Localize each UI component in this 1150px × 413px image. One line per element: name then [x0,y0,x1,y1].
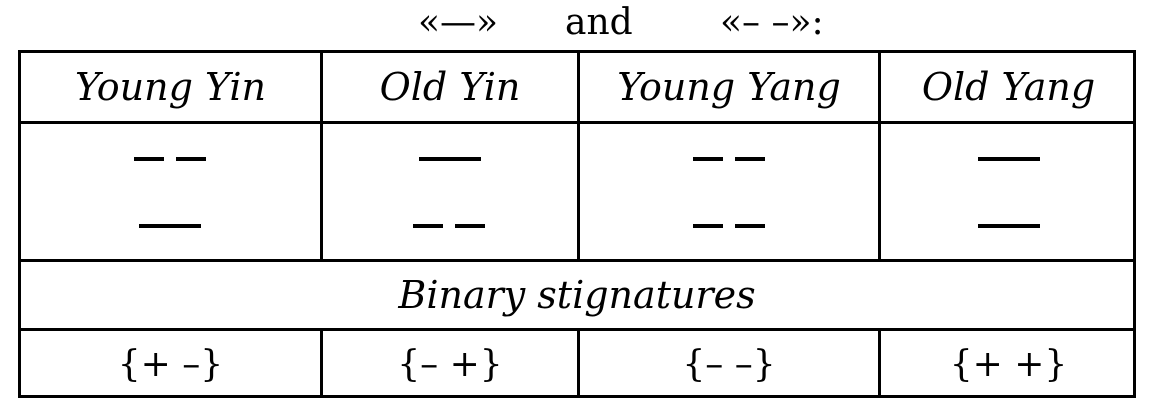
signature-young-yang: {– –} [682,344,776,385]
column-divider [577,328,580,398]
solid-line-symbol: «—» [418,2,499,43]
column-divider [878,53,881,259]
digram-young-yin [21,124,320,259]
broken-line [693,157,765,161]
table-caption: «—» and «– –»: [0,0,1150,48]
digram-old-yang [881,124,1136,259]
header-young-yin: Young Yin [74,65,267,109]
header-old-yin: Old Yin [379,65,521,109]
signature-old-yang: {+ +} [949,344,1068,385]
broken-line [413,224,485,228]
header-young-yang: Young Yang [617,65,841,109]
row-divider [21,259,1133,262]
column-divider [320,53,323,259]
caption-conjunction: and [565,2,633,43]
broken-line-symbol: «– –»: [720,2,824,43]
section-label: Binary stignatures [398,273,756,317]
broken-line [693,224,765,228]
broken-line [134,157,206,161]
signature-young-yin: {+ –} [117,344,224,385]
signature-old-yin: {– +} [397,344,503,385]
solid-line [139,224,201,228]
column-divider [577,53,580,259]
digram-young-yang [580,124,878,259]
header-old-yang: Old Yang [921,65,1096,109]
column-divider [878,328,881,398]
solid-line [419,157,481,161]
column-divider [320,328,323,398]
digram-table: Young Yin Old Yin Young Yang Old Yang Bi… [18,50,1136,398]
solid-line [978,224,1040,228]
solid-line [978,157,1040,161]
digram-old-yin [323,124,577,259]
